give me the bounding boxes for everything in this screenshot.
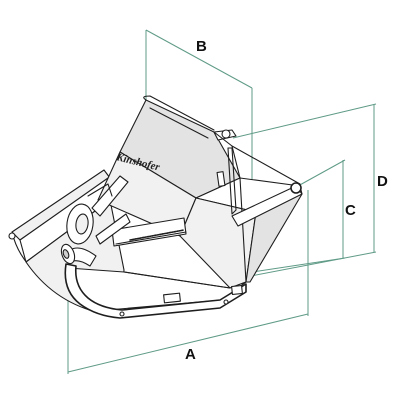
left-bracket — [87, 183, 113, 197]
right-beam — [231, 185, 303, 227]
foot-pad-right — [231, 284, 243, 296]
rotator-hub — [75, 213, 89, 235]
dimension-a-label: A — [185, 346, 196, 363]
dimension-c-extension-bottom — [251, 257, 346, 273]
foot-pad-left — [163, 292, 181, 304]
cylinder-housing — [111, 217, 187, 247]
runner-bolt-2 — [223, 299, 229, 305]
dimension-b-label: B — [196, 38, 207, 55]
dimension-d-extension-top — [232, 103, 377, 139]
cylinder-rod-spring — [129, 229, 185, 241]
runner-bolt-1 — [119, 311, 125, 317]
right-pivot — [290, 182, 302, 194]
hinge-pin — [221, 129, 231, 139]
frame-edge-3 — [213, 131, 301, 185]
frame-edge-1 — [239, 177, 247, 283]
central-mast-lower — [95, 213, 131, 245]
dimension-d-label: D — [377, 173, 388, 190]
dimension-b-line — [145, 29, 253, 89]
cylinder-rod — [115, 231, 187, 245]
dimension-c-extension-top — [297, 159, 346, 187]
rear-hood-rim-inner — [149, 107, 209, 139]
frame-slot — [216, 171, 226, 187]
frame-edge-2 — [231, 145, 241, 179]
dimension-labels: B D C A — [185, 38, 388, 363]
left-pin — [8, 232, 16, 240]
near-runner — [64, 263, 247, 319]
dimension-c-label: C — [345, 202, 356, 219]
dimension-a-line — [67, 313, 309, 373]
grab-bucket: Kinshofer — [8, 95, 303, 319]
rear-hood-rim — [143, 95, 215, 131]
right-bracket — [227, 147, 237, 215]
lower-hub-cap — [62, 249, 70, 259]
near-shell-floor-line — [123, 271, 231, 289]
central-mast — [91, 175, 129, 217]
